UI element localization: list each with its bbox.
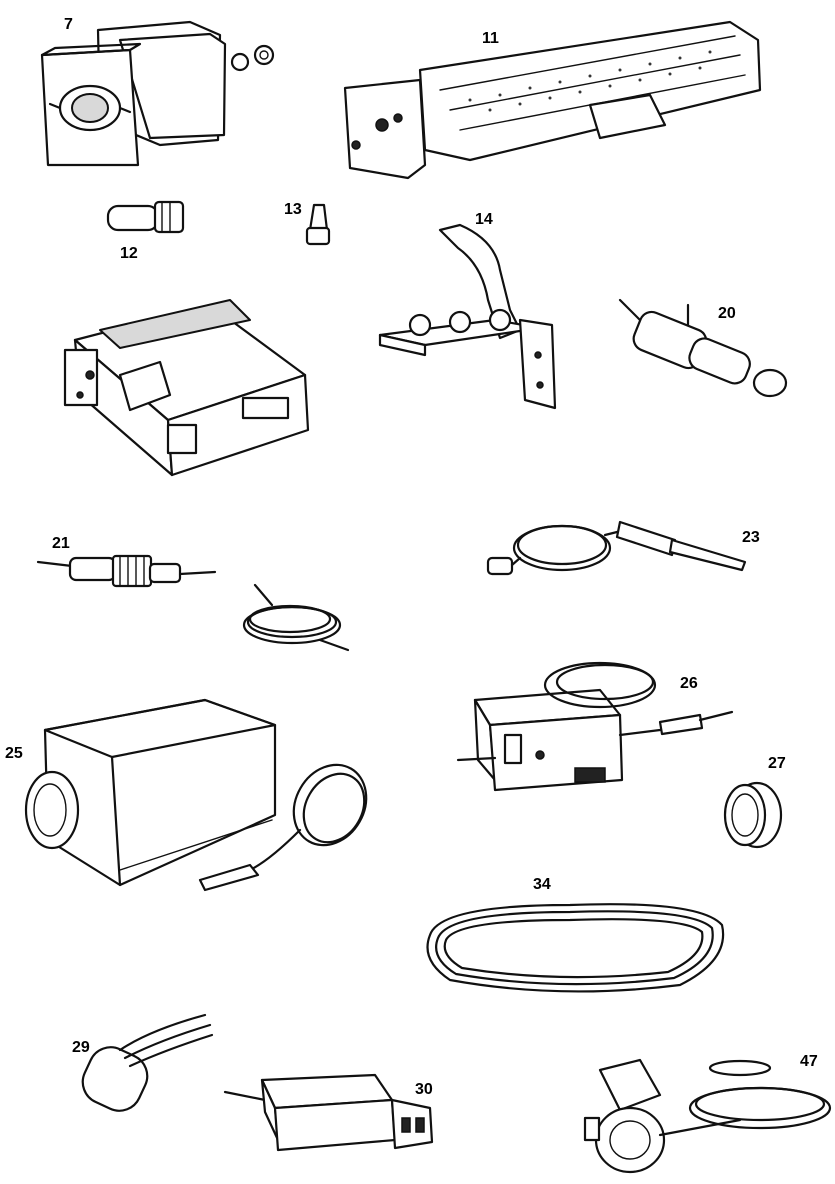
callout-label: 47 <box>800 1053 818 1070</box>
callout-label: 20 <box>718 305 736 322</box>
part-34-gasket <box>426 903 725 993</box>
callout-label: 13 <box>284 201 302 218</box>
part-23-thermocouple <box>486 520 747 576</box>
part-7-flange-assembly <box>40 20 275 167</box>
part-20-sensor <box>618 298 788 398</box>
part-14-pilot-bracket <box>378 223 557 410</box>
callout-label: 30 <box>415 1081 433 1098</box>
part-25-control-box <box>24 698 368 892</box>
part-26-thermostat <box>456 661 734 792</box>
part-47-capillary-sensor <box>583 1058 832 1174</box>
part-12-injector <box>106 200 185 234</box>
part-30-connector <box>223 1073 434 1152</box>
callout-label: 12 <box>120 245 138 262</box>
part-29-lamp-holder <box>81 1013 214 1112</box>
callout-label: 25 <box>5 745 23 762</box>
callout-label: 27 <box>768 755 786 772</box>
gas-control-valve <box>63 299 310 477</box>
part-21-electrode <box>36 554 350 652</box>
callout-label: 26 <box>680 675 698 692</box>
callout-label: 14 <box>475 211 493 228</box>
part-27-knob <box>723 781 783 849</box>
callout-label: 29 <box>72 1039 90 1056</box>
part-13-fitting <box>305 203 331 246</box>
callout-label: 21 <box>52 535 70 552</box>
callout-label: 34 <box>533 876 551 893</box>
callout-label: 11 <box>482 30 499 47</box>
part-11-burner-bar <box>343 20 762 180</box>
callout-label: 23 <box>742 529 760 546</box>
callout-label: 7 <box>64 16 73 33</box>
